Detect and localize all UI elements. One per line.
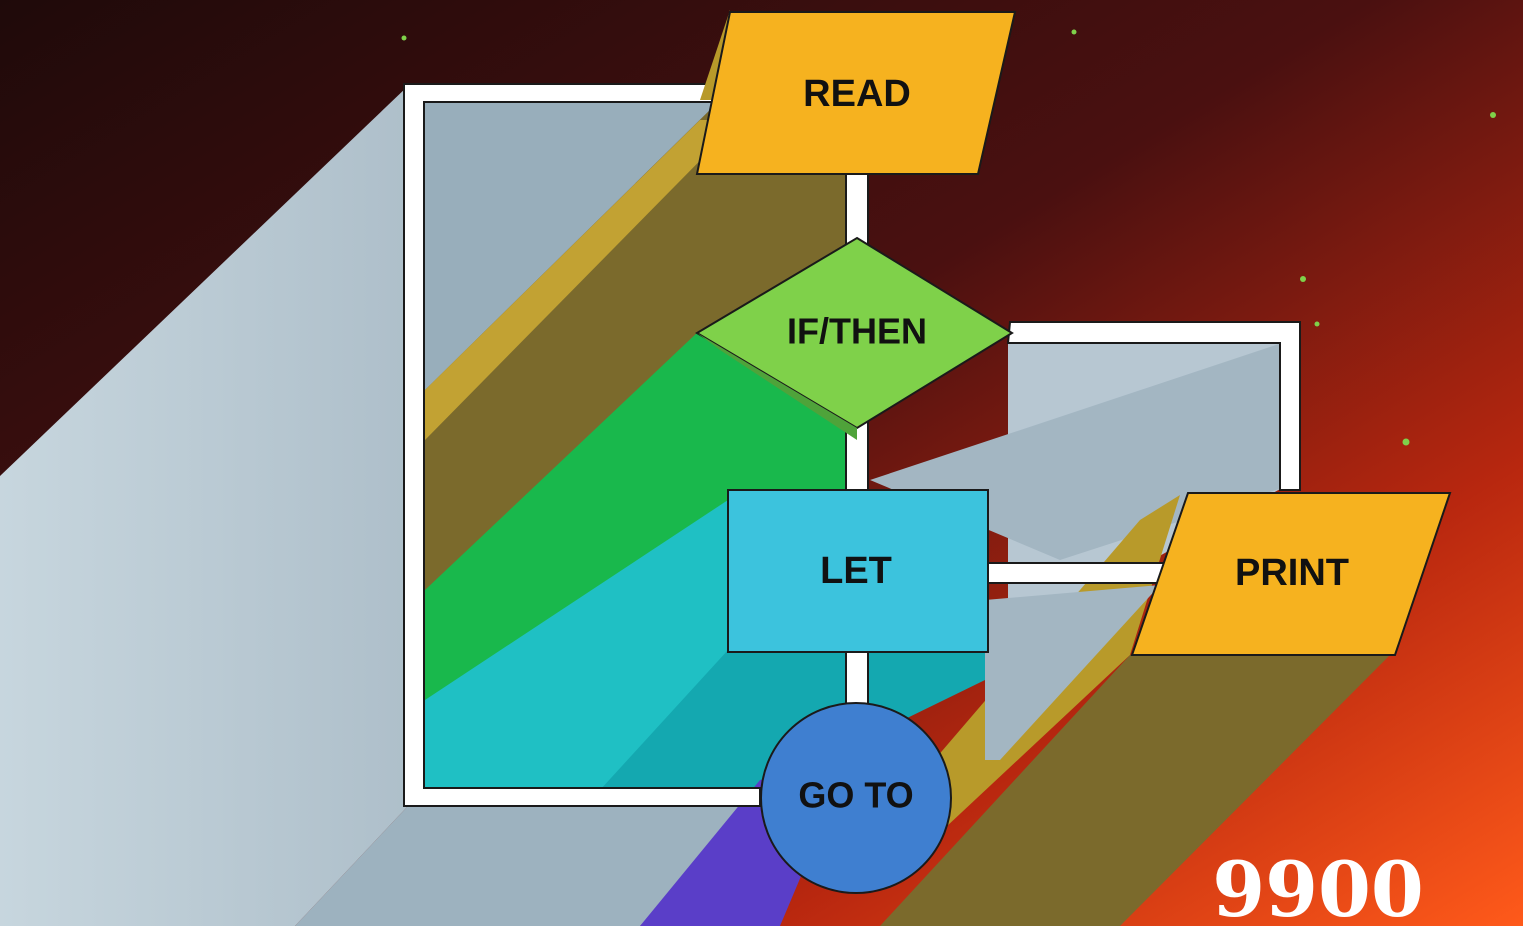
goto-label: GO TO [798, 775, 913, 816]
let-node: LET [728, 490, 988, 652]
model-number: 9900 [1212, 845, 1424, 926]
let-label: LET [820, 550, 892, 592]
print-node: PRINT [1132, 493, 1450, 655]
ifthen-label: IF/THEN [787, 311, 927, 352]
read-node: READ [697, 10, 1015, 174]
print-label: PRINT [1235, 552, 1349, 594]
read-label: READ [803, 73, 911, 115]
goto-node: GO TO [761, 703, 951, 893]
